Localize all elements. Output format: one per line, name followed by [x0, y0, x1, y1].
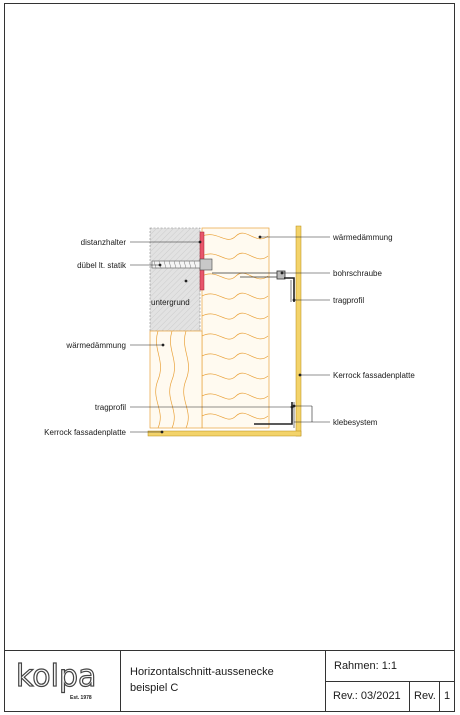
substrate-block: [149, 227, 201, 332]
drawing-title: Horizontalschnitt-aussenecke beispiel C: [121, 651, 326, 712]
label-duebel: dübel lt. statik: [77, 261, 127, 270]
title-line-2: beispiel C: [130, 682, 179, 694]
insulation-upper: [201, 227, 270, 429]
label-untergrund: untergrund: [151, 298, 190, 307]
bracket: [212, 270, 286, 280]
label-tragprofil-right: tragprofil: [333, 296, 364, 305]
leader-lines: [130, 235, 330, 434]
title-line-1: Horizontalschnitt-aussenecke: [130, 666, 274, 678]
revision-label: Rev.: [410, 682, 440, 712]
label-kerrock-left: Kerrock fassadenplatte: [44, 428, 126, 437]
kolpa-logo: kolpa: [15, 658, 97, 694]
label-klebesystem: klebesystem: [333, 418, 378, 427]
label-waermedaemmung-right: wärmedämmung: [332, 233, 393, 242]
panel-bottom: [147, 430, 302, 437]
title-block: kolpa Est. 1978 Horizontalschnitt-aussen…: [4, 650, 455, 712]
label-distanzhalter: distanzhalter: [81, 238, 127, 247]
logo-cell: kolpa Est. 1978: [4, 651, 121, 712]
logo-est: Est. 1978: [70, 695, 92, 701]
panel-right: [295, 225, 302, 437]
revision-number: 1: [444, 690, 451, 702]
label-bohrschraube: bohrschraube: [333, 269, 382, 278]
label-kerrock-right: Kerrock fassadenplatte: [333, 371, 415, 380]
label-waermedaemmung-left: wärmedämmung: [65, 341, 126, 350]
scale: Rahmen: 1:1: [326, 651, 454, 682]
revision-date: Rev.: 03/2021: [326, 682, 410, 712]
label-tragprofil-left: tragprofil: [95, 403, 126, 412]
insulation-lower: [149, 330, 203, 429]
drawing-sheet: [4, 3, 455, 712]
profile-right: [284, 277, 295, 302]
